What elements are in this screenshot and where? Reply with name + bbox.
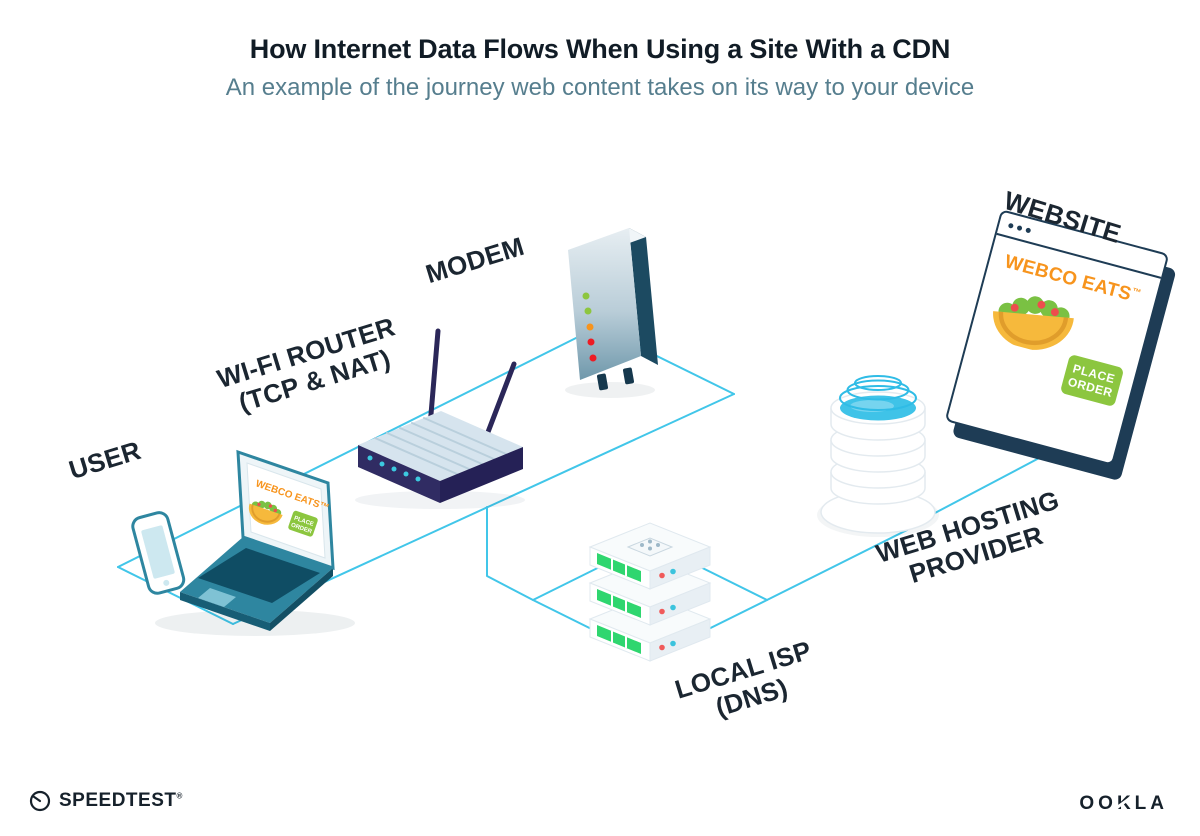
ookla-logo: OOKLA: [1079, 793, 1168, 814]
router-side: [440, 447, 523, 503]
modem-front: [568, 228, 641, 380]
place-order-button: PLACE ORDER: [1059, 353, 1125, 408]
speedtest-wordmark: SPEEDTEST®: [59, 790, 183, 811]
browser-dot-icon: [1007, 222, 1015, 229]
database-rings: [839, 375, 917, 411]
user-laptop: WEBCO EATS™ PLACE ORDER: [131, 449, 355, 636]
server-slab: [588, 522, 712, 590]
modem-shadow: [565, 382, 655, 398]
modem-side: [629, 228, 658, 365]
line-isp-to-hosting: [766, 529, 908, 601]
laptop-trackpad: [198, 588, 236, 607]
isp-server: [588, 522, 712, 662]
gauge-icon: [29, 790, 51, 812]
modem-leds: [582, 292, 597, 362]
ookla-k: K: [1116, 793, 1135, 814]
speedtest-logo: SPEEDTEST®: [28, 789, 183, 813]
wifi-router: [355, 328, 525, 509]
browser-dot-icon: [1016, 224, 1023, 231]
router-front: [358, 445, 440, 503]
laptop-keyboard: [198, 548, 320, 603]
line-hosting-to-website: [915, 446, 1061, 524]
line-user-corner: [117, 566, 234, 625]
line-drop-to-isp: [486, 506, 534, 601]
user-phone: [131, 511, 186, 595]
browser-dot-icon: [1025, 226, 1032, 233]
modem: [565, 228, 658, 398]
page-title: How Internet Data Flows When Using a Sit…: [249, 34, 951, 64]
router-leds: [367, 455, 421, 482]
hosting-database: [817, 375, 939, 537]
page-subtitle: An example of the journey web content ta…: [225, 74, 975, 101]
router-grooves: [374, 417, 507, 475]
